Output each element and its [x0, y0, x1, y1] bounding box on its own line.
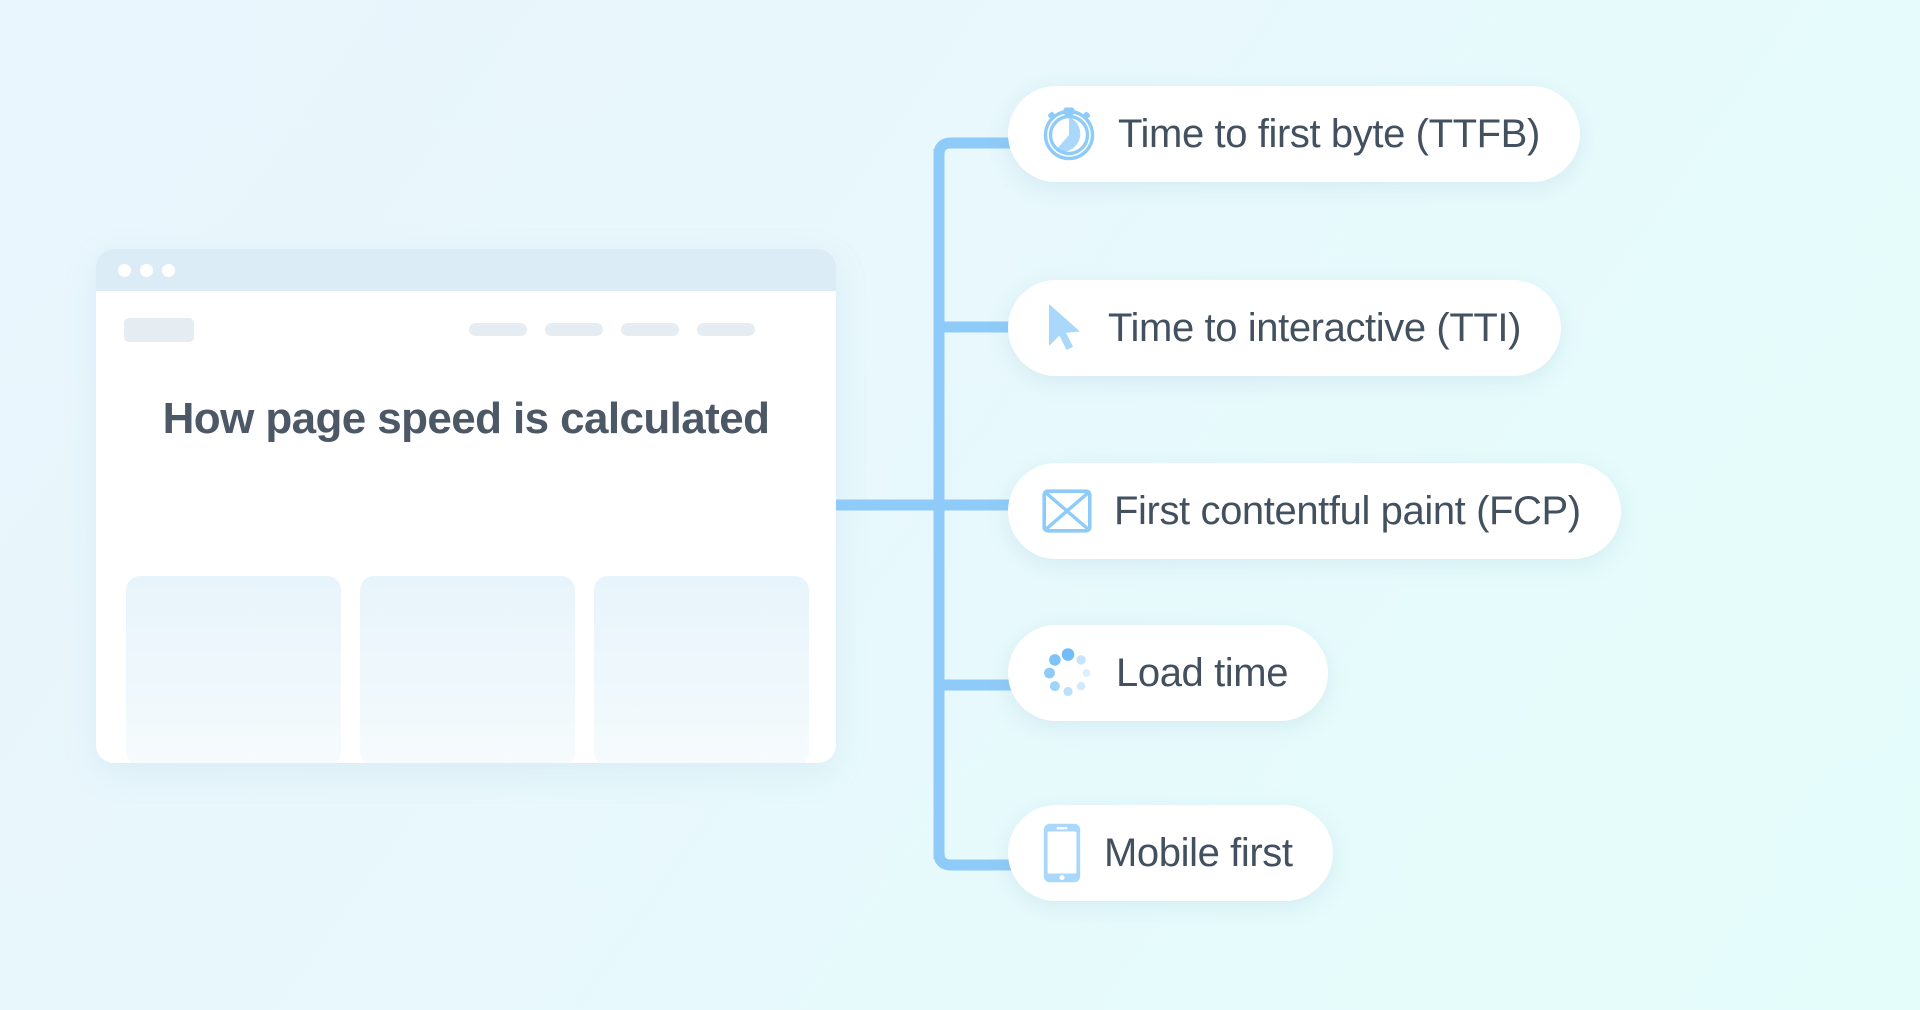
site-navbar — [96, 315, 836, 342]
browser-mockup: How page speed is calculated — [96, 249, 836, 763]
stopwatch-icon — [1042, 105, 1096, 163]
content-card-row — [96, 576, 836, 763]
nav-item-2-placeholder — [545, 323, 603, 336]
connector-branch-ttfb — [933, 137, 1012, 156]
card-placeholder-1 — [126, 576, 341, 763]
branch-label-tti: Time to interactive (TTI) — [1108, 305, 1522, 350]
branch-pill-ttfb[interactable]: Time to first byte (TTFB) — [1008, 86, 1580, 182]
loading-spinner-icon — [1042, 647, 1094, 699]
branch-pill-tti[interactable]: Time to interactive (TTI) — [1008, 280, 1562, 376]
branch-pill-fcp[interactable]: First contentful paint (FCP) — [1008, 463, 1621, 559]
browser-viewport: How page speed is calculated — [96, 291, 836, 763]
card-placeholder-2 — [360, 576, 575, 763]
window-dot-minimize-icon — [140, 264, 153, 277]
cursor-pointer-icon — [1042, 300, 1086, 356]
smartphone-icon — [1042, 822, 1082, 884]
branch-label-ttfb: Time to first byte (TTFB) — [1118, 111, 1540, 156]
branch-pill-load-time[interactable]: Load time — [1008, 625, 1329, 721]
nav-item-3-placeholder — [621, 323, 679, 336]
logo-placeholder — [124, 318, 194, 342]
branch-label-load-time: Load time — [1116, 650, 1289, 695]
connector-branch-mobile-first — [933, 852, 1012, 871]
branch-label-mobile-first: Mobile first — [1104, 830, 1293, 875]
window-controls — [118, 264, 175, 277]
window-dot-close-icon — [118, 264, 131, 277]
image-placeholder-icon — [1042, 489, 1092, 533]
page-title: How page speed is calculated — [162, 394, 770, 443]
branch-pill-mobile-first[interactable]: Mobile first — [1008, 805, 1333, 901]
window-dot-maximize-icon — [162, 264, 175, 277]
nav-item-4-placeholder — [697, 323, 755, 336]
branch-label-fcp: First contentful paint (FCP) — [1114, 488, 1581, 533]
card-placeholder-3 — [594, 576, 809, 763]
nav-item-1-placeholder — [469, 323, 527, 336]
browser-title-bar — [96, 249, 836, 291]
